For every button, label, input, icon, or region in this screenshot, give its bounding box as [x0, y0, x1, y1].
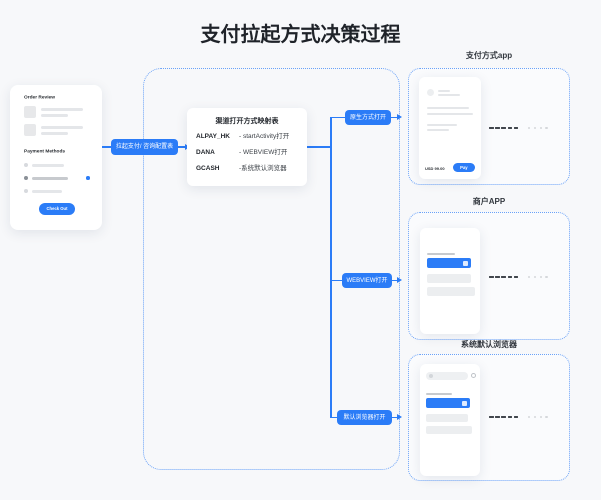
placeholder-line: [438, 94, 460, 96]
refresh-icon[interactable]: [471, 373, 476, 378]
avatar: [427, 89, 434, 96]
mapping-row: GCASH: [196, 165, 220, 172]
outcome-heading-system-browser: 系统默认浏览器: [461, 340, 517, 349]
option-bar[interactable]: [426, 414, 468, 422]
caption-line: [426, 393, 452, 395]
order-review-heading: Order Review: [24, 94, 55, 100]
browser-phone-mockup: [420, 364, 480, 476]
checkout-button[interactable]: Check Out: [39, 203, 75, 215]
method-icon: [24, 189, 28, 193]
entry-step-label: 拉起支付/ 咨询配置表: [111, 139, 178, 155]
connector-line: [102, 146, 111, 148]
payment-app-phone-mockup: USD 99.00 Pay: [419, 77, 481, 179]
channel-mapping-card: 渠道打开方式映射表 ALPAY_HK - startActivity打开 DAN…: [187, 108, 307, 186]
page-title: 支付拉起方式决策过程: [200, 24, 401, 46]
arrow-right-icon: [397, 114, 402, 120]
mapping-row-method: - WEBVIEW打开: [239, 149, 288, 156]
connector-line: [391, 116, 397, 119]
branch-label-default-browser: 默认浏览器打开: [337, 410, 392, 425]
arrow-right-icon: [397, 414, 402, 420]
connector-spine: [330, 117, 332, 418]
outcome-heading-payment-app: 支付方式app: [465, 51, 513, 60]
site-icon: [429, 374, 433, 378]
bar-badge-icon: [462, 400, 467, 406]
continuation-dashes: [489, 275, 551, 279]
continuation-dashes: [489, 415, 551, 419]
placeholder-line: [41, 126, 83, 129]
continuation-dashes: [489, 126, 551, 130]
option-bar[interactable]: [427, 287, 475, 296]
branch-label-native: 原生方式打开: [345, 110, 391, 125]
pay-button[interactable]: Pay: [453, 163, 475, 172]
selected-option-bar[interactable]: [426, 398, 470, 408]
outcome-heading-merchant-app: 商户APP: [472, 197, 506, 206]
amount-label: USD 99.00: [425, 166, 445, 171]
placeholder-line: [32, 176, 68, 180]
bar-badge-icon: [463, 260, 468, 266]
mapping-row: DANA: [196, 149, 215, 156]
mapping-row: ALPAY_HK: [196, 133, 230, 140]
placeholder-line: [32, 163, 64, 167]
placeholder-line: [427, 129, 449, 132]
placeholder-line: [427, 107, 469, 110]
placeholder-line: [427, 124, 457, 127]
connector-line: [178, 146, 185, 148]
address-bar[interactable]: [426, 372, 468, 380]
method-icon: [24, 163, 28, 167]
placeholder-line: [41, 132, 68, 135]
payment-methods-heading: Payment Methods: [24, 148, 66, 154]
option-bar[interactable]: [427, 274, 471, 283]
connector-line: [392, 279, 397, 282]
mapping-row-method: - startActivity打开: [239, 133, 290, 140]
placeholder-line: [427, 113, 473, 116]
selected-radio-icon: [86, 176, 90, 180]
mapping-card-title: 渠道打开方式映射表: [215, 118, 279, 125]
arrow-right-icon: [397, 277, 402, 283]
branch-label-webview: WEBVIEW打开: [342, 273, 392, 288]
placeholder-line: [41, 108, 83, 111]
placeholder-line: [41, 114, 68, 117]
method-icon: [24, 176, 28, 180]
checkout-phone-mockup: Order Review Payment Methods Check Out: [10, 85, 102, 230]
decision-container: [143, 68, 400, 470]
placeholder-line: [438, 90, 450, 92]
merchant-app-phone-mockup: [420, 228, 480, 334]
order-item-thumbnail: [24, 106, 36, 118]
selected-option-bar[interactable]: [427, 258, 471, 268]
caption-line: [427, 253, 455, 255]
connector-line: [330, 279, 342, 282]
connector-line: [330, 116, 345, 119]
placeholder-line: [32, 189, 62, 193]
connector-line: [307, 146, 330, 148]
mapping-row-method: -系统默认浏览器: [239, 165, 287, 172]
connector-line: [392, 416, 397, 419]
order-item-thumbnail: [24, 124, 36, 136]
connector-line: [330, 416, 337, 419]
option-bar[interactable]: [426, 426, 472, 434]
